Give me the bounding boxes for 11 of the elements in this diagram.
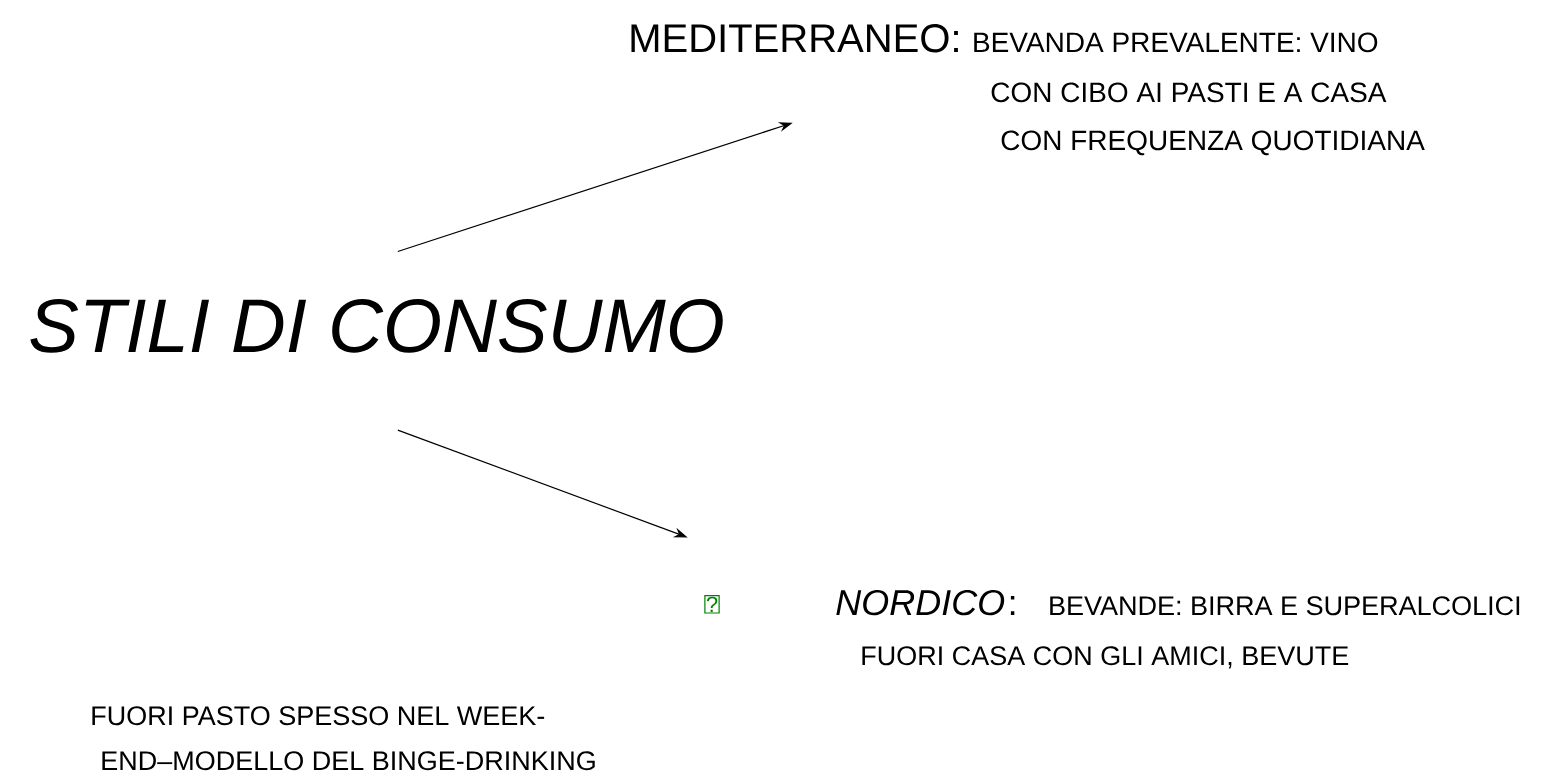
heading-colon: : xyxy=(1010,596,1015,615)
style-heading: MEDITERRANEO: xyxy=(631,24,958,53)
style-heading: NORDICO xyxy=(836,589,1005,616)
central-heading: STILI DI CONSUMO xyxy=(30,298,723,353)
body-text: FUORI PASTO SPESSO NEL WEEK- xyxy=(92,706,545,726)
body-text: END–MODELLO DEL BINGE-DRINKING xyxy=(102,751,595,771)
body-text: FUORI CASA CON GLI AMICI, BEVUTE xyxy=(862,646,1349,669)
body-text: BEVANDA PREVALENTE: VINO xyxy=(974,32,1378,53)
body-text: CON FREQUENZA QUOTIDIANA xyxy=(1001,130,1425,156)
body-text: BEVANDE: BIRRA E SUPERALCOLICI xyxy=(1050,596,1520,616)
body-text: CON CIBO AI PASTI E A CASA xyxy=(991,82,1387,103)
